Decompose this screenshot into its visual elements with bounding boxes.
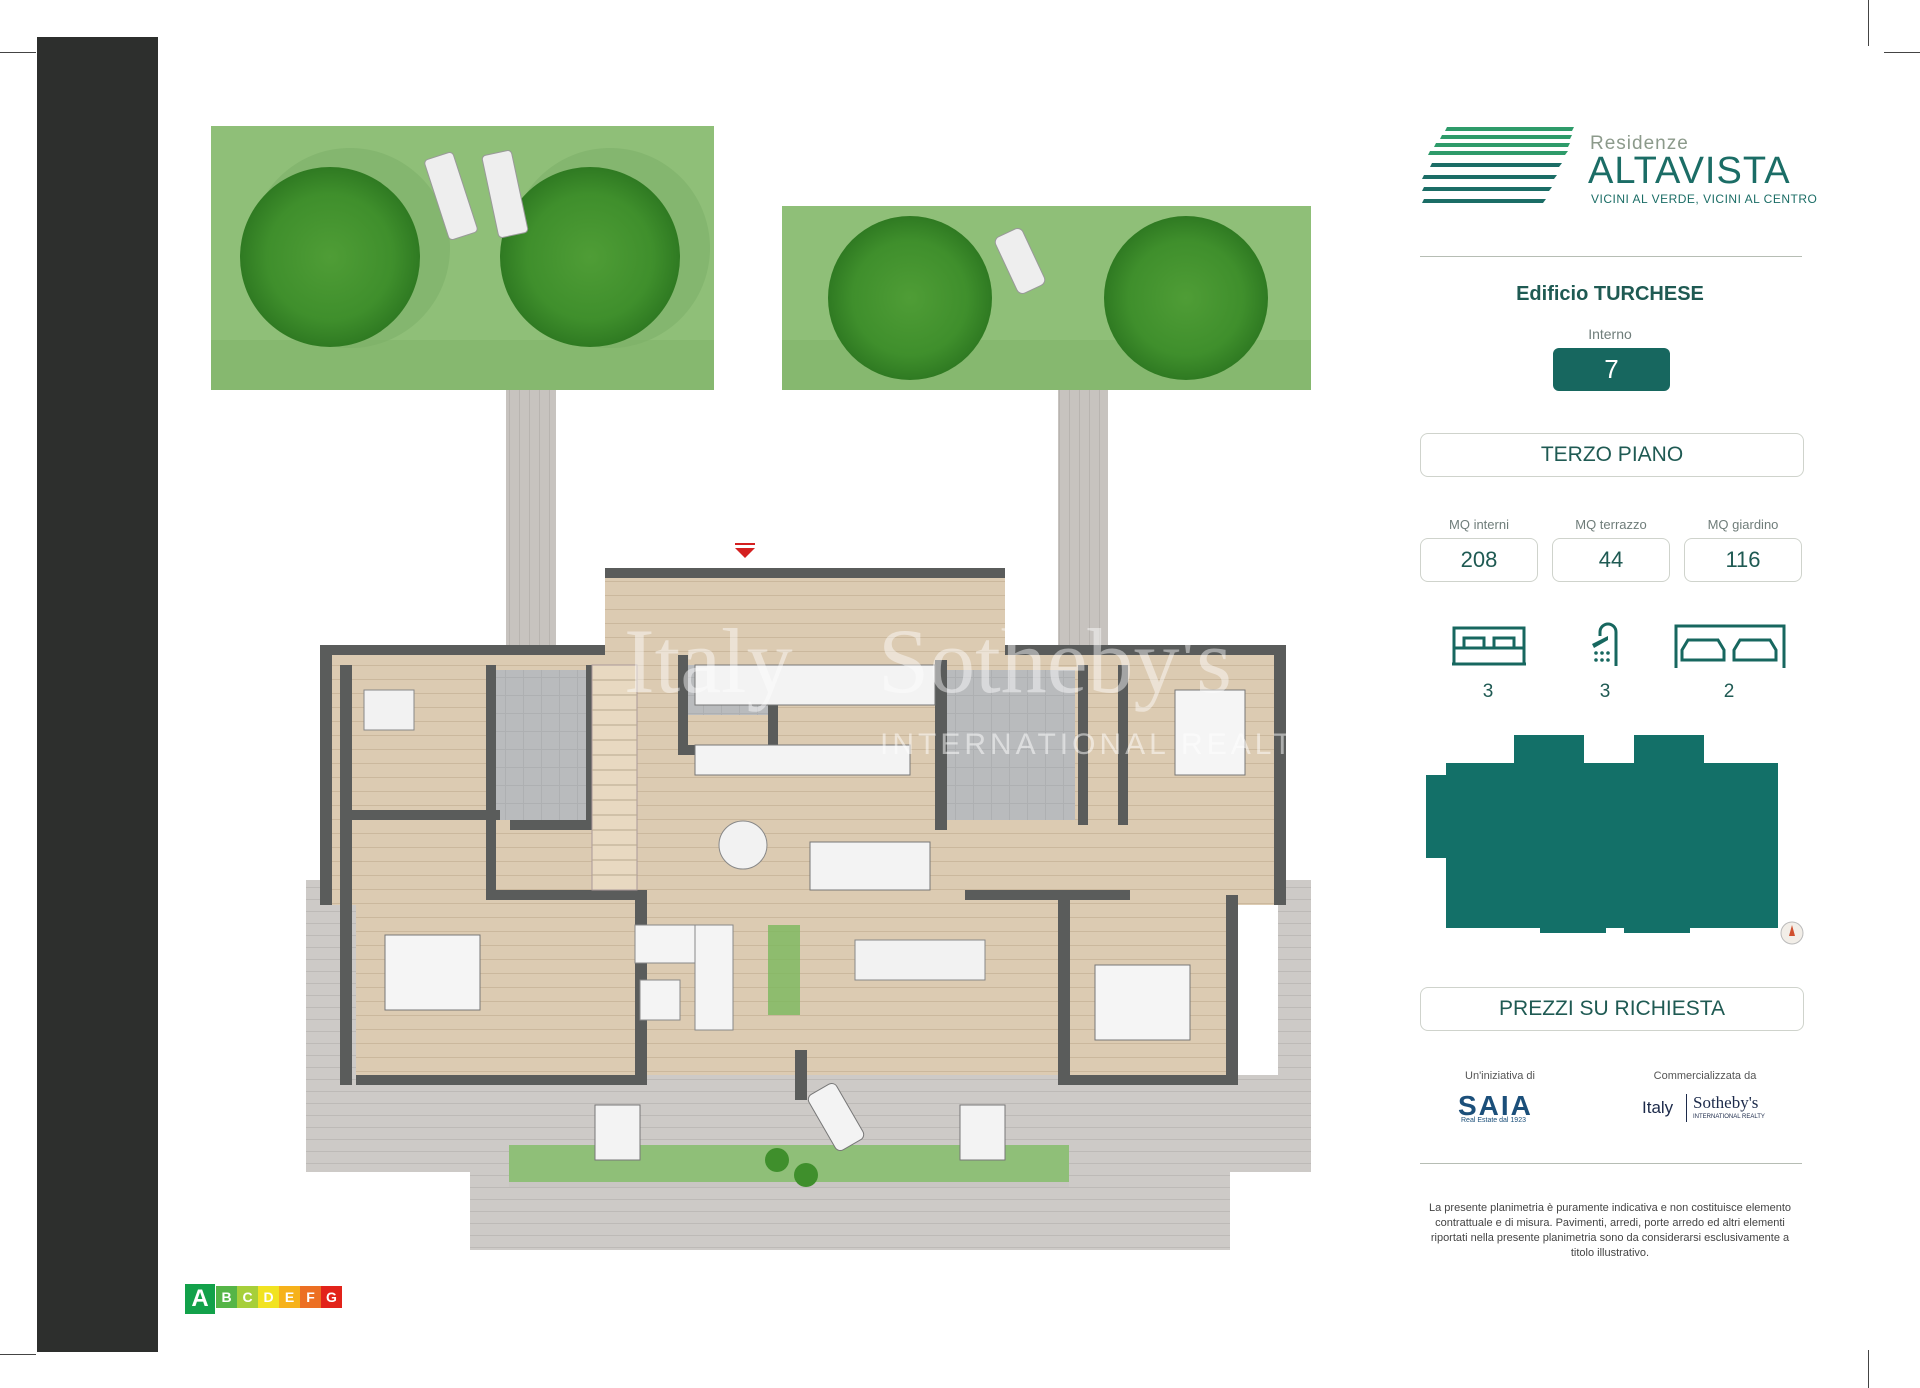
energy-class-g: G xyxy=(321,1286,342,1308)
saia-logo: SAIA xyxy=(1458,1090,1533,1121)
area-label-interior: MQ interni xyxy=(1449,517,1509,532)
watermark-italy: Italy xyxy=(624,610,793,712)
bathroom-2 xyxy=(945,670,1075,820)
compass-icon xyxy=(1789,925,1795,936)
logo-stripes-icon xyxy=(1422,127,1574,203)
bedrooms-count: 3 xyxy=(1482,681,1494,702)
floor-plan xyxy=(211,126,1311,1250)
plant-icon xyxy=(765,1148,789,1172)
tree-icon xyxy=(1104,216,1268,380)
bed-icon xyxy=(1452,626,1526,666)
area-value-garden: 116 xyxy=(1684,538,1802,582)
area-label-garden: MQ giardino xyxy=(1707,517,1779,532)
saia-sub: Real Estate dal 1923 xyxy=(1461,1117,1526,1124)
round-table xyxy=(718,820,768,870)
crop-mark xyxy=(0,52,36,53)
crop-mark xyxy=(1868,0,1869,46)
brand-tagline: VICINI AL VERDE, VICINI AL CENTRO xyxy=(1591,192,1818,206)
area-value-terrace: 44 xyxy=(1552,538,1670,582)
unit-label: Interno xyxy=(1588,326,1632,342)
outdoor-table xyxy=(959,1104,1006,1161)
bed-right xyxy=(1094,964,1191,1041)
divider xyxy=(1420,1163,1802,1164)
area-value-interior: 208 xyxy=(1420,538,1538,582)
walkway-left xyxy=(506,390,556,652)
kitchen-island xyxy=(809,841,931,891)
sothebys-italy: Italy xyxy=(1642,1098,1674,1117)
sunbed-icon xyxy=(481,150,529,238)
outdoor-table xyxy=(594,1104,641,1161)
tree-icon xyxy=(500,167,680,347)
kitchen-counter xyxy=(694,664,936,706)
kitchen-cabinets xyxy=(694,744,911,776)
bed-top-right xyxy=(1174,689,1246,776)
desk xyxy=(363,689,415,731)
sunbed-icon xyxy=(424,151,478,241)
tree-icon xyxy=(828,216,992,380)
crop-mark xyxy=(1868,1350,1869,1388)
building-footprint-map xyxy=(1426,735,1804,945)
initiative-label: Un'iniziativa di xyxy=(1465,1070,1535,1082)
plant-icon xyxy=(768,925,800,1015)
bathrooms-count: 3 xyxy=(1599,681,1611,702)
bathroom-1 xyxy=(493,670,586,820)
building-name: Edificio TURCHESE xyxy=(1516,283,1704,305)
area-label-terrace: MQ terrazzo xyxy=(1575,517,1647,532)
staircase xyxy=(591,664,638,891)
coffee-table xyxy=(639,979,681,1021)
shower-icon xyxy=(1592,622,1618,666)
energy-class-e: E xyxy=(279,1286,300,1308)
floor-label: TERZO PIANO xyxy=(1420,433,1804,477)
watermark-sub: INTERNATIONAL REALTY xyxy=(880,728,1320,761)
energy-class-d: D xyxy=(258,1286,279,1308)
marketed-label: Commercializzata da xyxy=(1653,1070,1757,1082)
crop-mark xyxy=(1884,52,1920,53)
energy-class-f: F xyxy=(300,1286,321,1308)
plant-icon xyxy=(794,1163,818,1187)
tree-icon xyxy=(240,167,420,347)
bed-left xyxy=(384,934,481,1011)
crop-mark xyxy=(0,1354,36,1355)
parking-count: 2 xyxy=(1723,681,1735,702)
price-on-request: PREZZI SU RICHIESTA xyxy=(1420,987,1804,1031)
watermark-sothebys: Sotheby's xyxy=(878,610,1232,712)
lounge-chair-icon xyxy=(807,1082,865,1152)
lounge-chair-icon xyxy=(994,228,1046,294)
dark-side-bar xyxy=(37,37,158,1352)
logo-divider xyxy=(1686,1094,1687,1122)
energy-class-c: C xyxy=(237,1286,258,1308)
energy-class-a: A xyxy=(184,1283,216,1315)
garden-right xyxy=(782,206,1311,390)
sothebys-sub: INTERNATIONAL REALTY xyxy=(1693,1114,1765,1120)
walkway-right xyxy=(1058,390,1108,652)
divider xyxy=(1420,256,1802,257)
car-icon xyxy=(1674,624,1786,668)
energy-class-b: B xyxy=(216,1286,237,1308)
unit-number-badge: 7 xyxy=(1553,348,1670,391)
disclaimer: La presente planimetria è puramente indi… xyxy=(1429,1202,1791,1259)
garden-left xyxy=(211,126,714,390)
brand-prefix: Residenze xyxy=(1590,133,1689,154)
sothebys-name: Sotheby's xyxy=(1693,1093,1759,1112)
brand-name: ALTAVISTA xyxy=(1588,150,1791,192)
entrance-arrow-icon xyxy=(735,548,755,558)
dining-table xyxy=(854,939,986,981)
